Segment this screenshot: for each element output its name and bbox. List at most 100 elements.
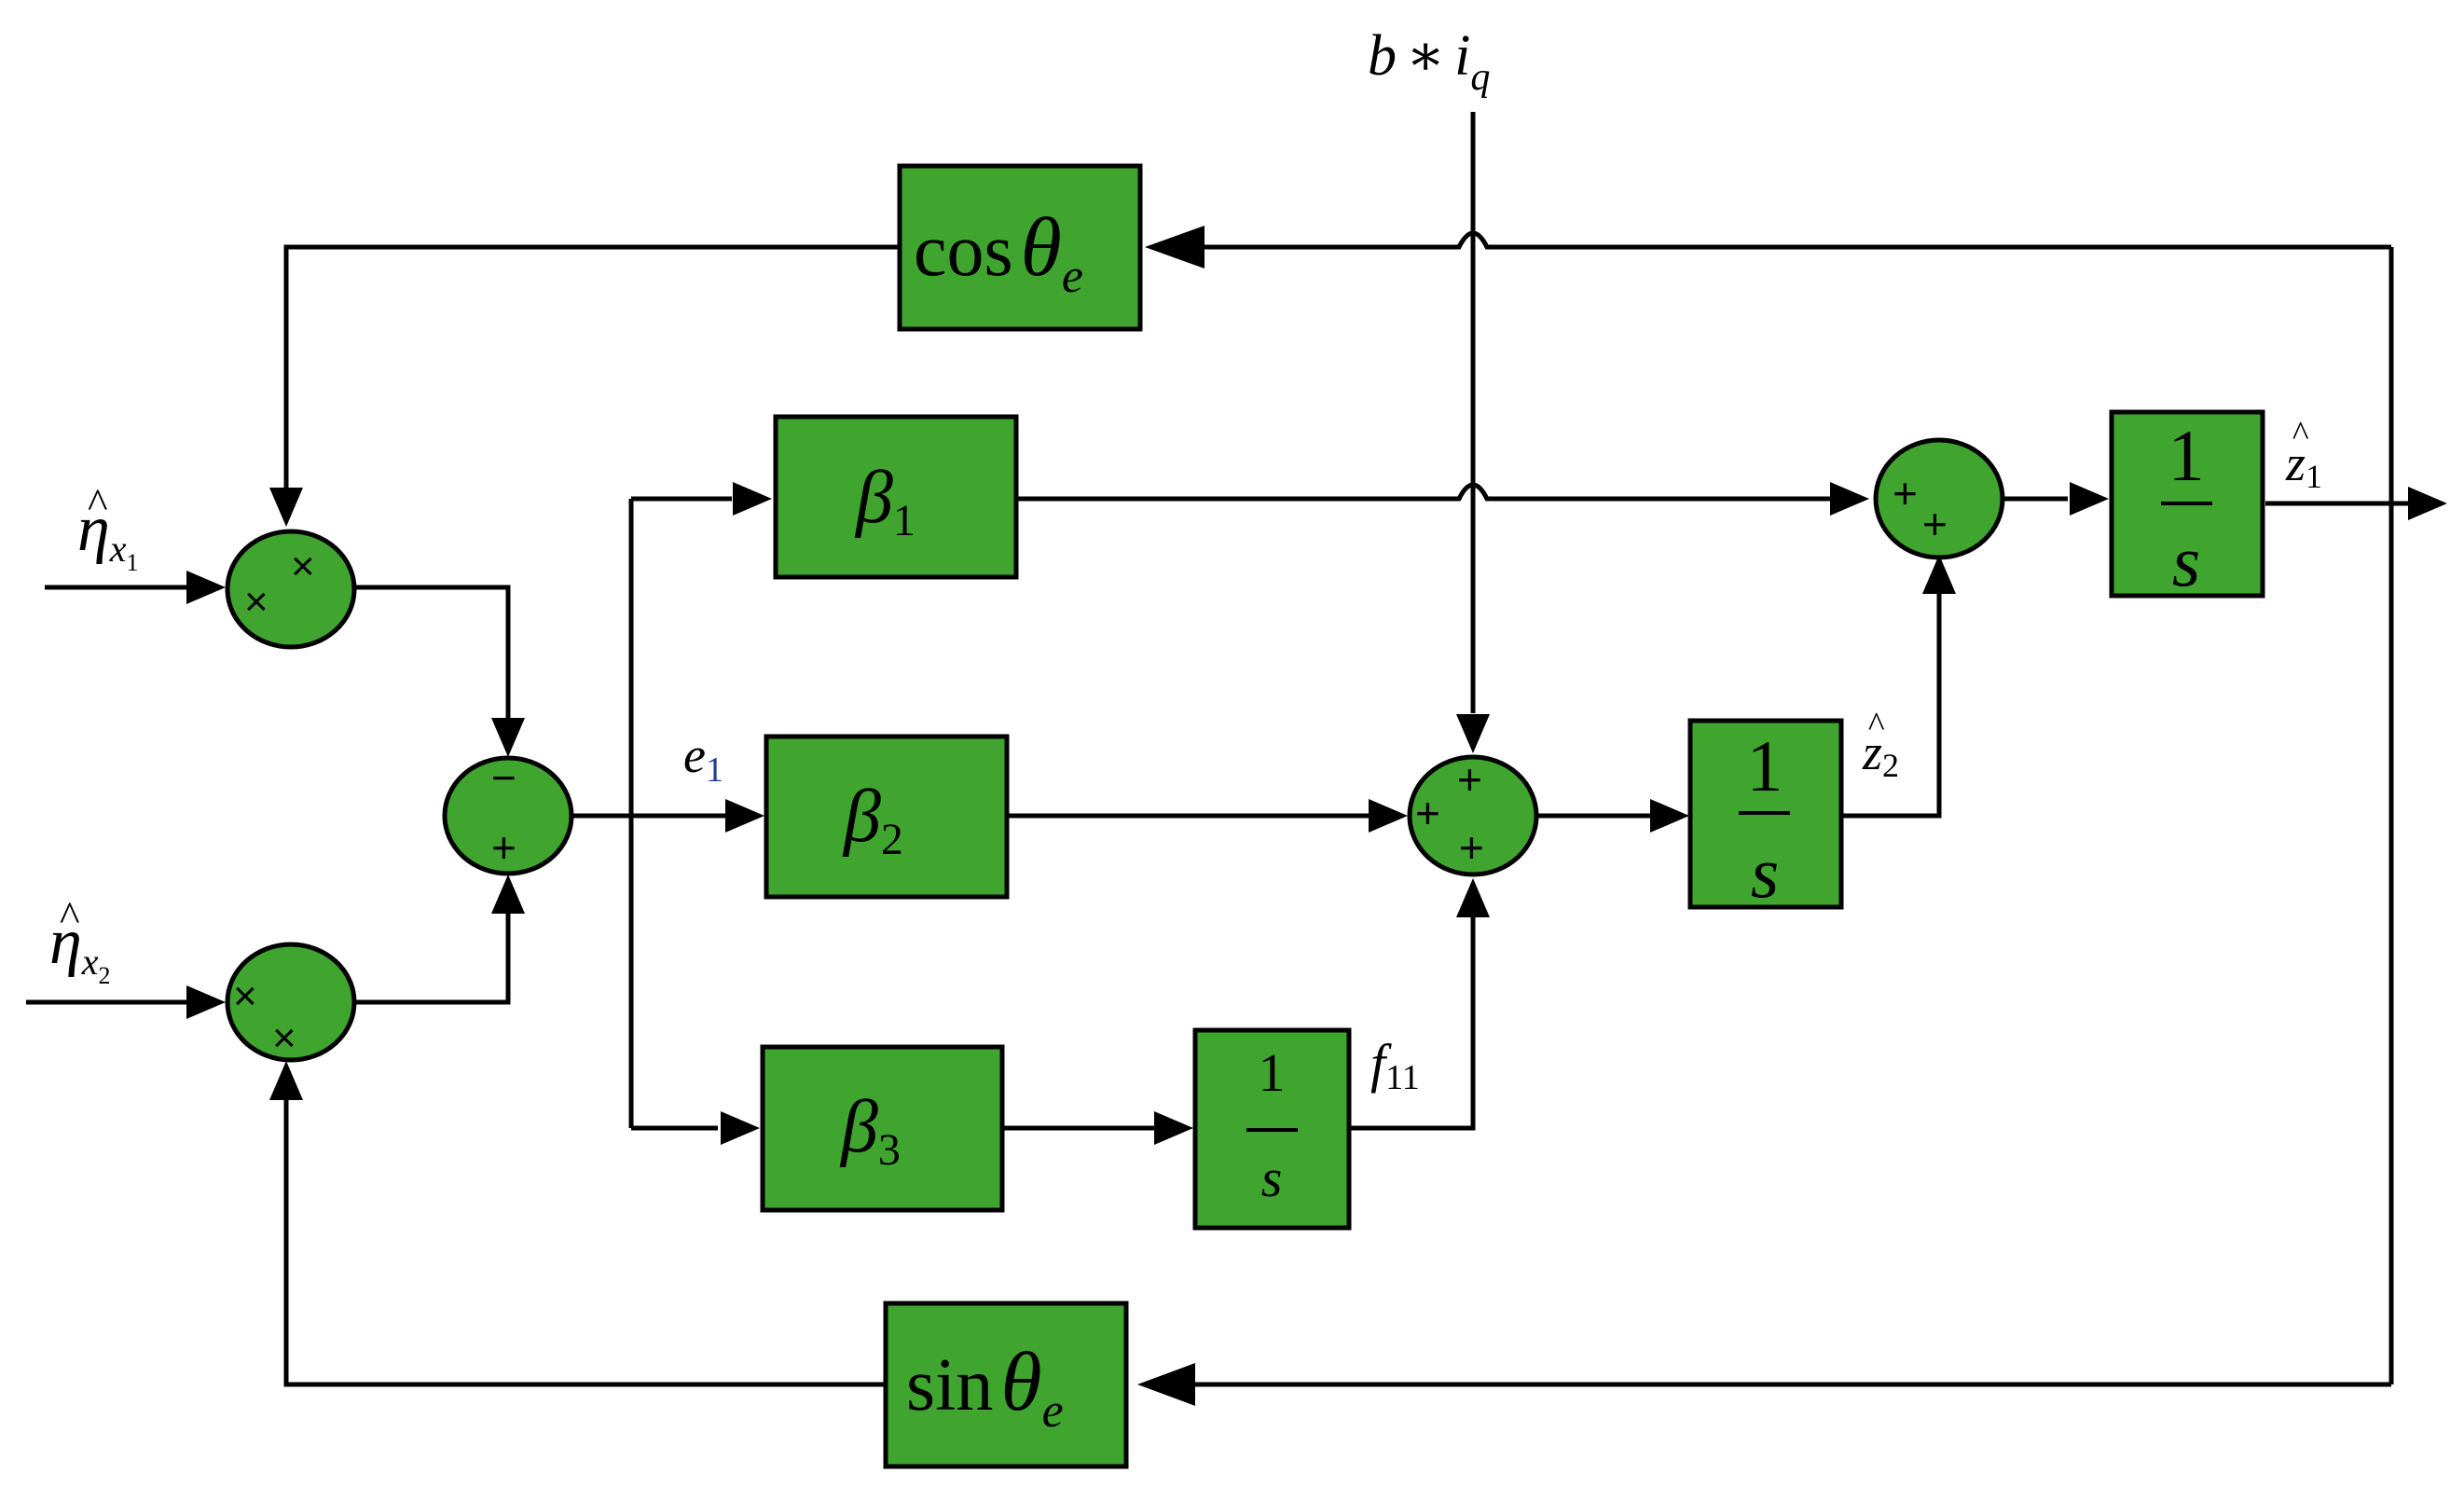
label-eta-x1: ^ ηx1	[77, 479, 139, 576]
integrator-z2-block: 1 s	[1687, 718, 1844, 913]
arrow-to-int1	[2070, 482, 2109, 516]
cos-theta-var: θ	[1021, 201, 1062, 294]
beta2-block: β2	[764, 734, 1010, 900]
arrow-eta2-in	[186, 985, 226, 1019]
cos-theta-sub: e	[1062, 250, 1083, 303]
beta1-sub: 1	[893, 496, 915, 545]
z1-sub: 1	[2306, 458, 2322, 495]
label-z2-hat: ^ z2	[1862, 706, 1899, 784]
mult2-sign-bottom: ×	[272, 1015, 296, 1061]
beta3-block: β3	[760, 1044, 1005, 1213]
int2-numerator: 1	[1747, 725, 1783, 806]
int3-numerator: 1	[1259, 1042, 1286, 1103]
summer-z2: + + +	[1407, 754, 1539, 877]
svg-text:z2: z2	[1862, 724, 1899, 784]
arrow-eta1-in	[186, 571, 226, 604]
eta2-subsub: 2	[99, 962, 111, 989]
sin-func-label: sin	[906, 1344, 993, 1426]
wire-beta1-to-sum3	[1016, 482, 1844, 502]
arrow-biq-to-sum2	[1456, 714, 1490, 753]
mult1-sign-top: ×	[291, 544, 315, 589]
z1-var: z	[2285, 435, 2306, 491]
int1-numerator: 1	[2168, 415, 2205, 496]
wire-feedback-to-cos	[1204, 230, 2391, 250]
wire-z2-to-sum3	[1841, 585, 1942, 819]
sub-sign-top: −	[491, 753, 516, 802]
beta1-var: β	[854, 457, 893, 539]
summer-z1: + +	[1873, 437, 2005, 560]
wire-sin-to-mult2	[283, 1091, 886, 1387]
f11-sub: 11	[1385, 1058, 1420, 1097]
cos-func-label: cos	[914, 210, 1013, 292]
label-z1-hat: ^ z1	[2285, 415, 2322, 495]
beta1-block: β1	[773, 414, 1019, 580]
eta2-hat: ^	[59, 892, 79, 940]
eta1-subsub: 1	[127, 549, 139, 576]
z2-var: z	[1862, 724, 1882, 780]
arrow-to-sin	[1137, 1363, 1195, 1406]
int1-denominator: s	[2172, 520, 2200, 601]
beta3-sub: 3	[878, 1125, 901, 1175]
arrow-mult1-to-sum	[491, 718, 525, 757]
arrow-to-beta2	[725, 799, 764, 833]
integrator-f11-block: 1 s	[1192, 1027, 1352, 1231]
svg-text:z1: z1	[2285, 435, 2322, 495]
arrowheads	[186, 226, 2447, 1406]
wire-mult1-to-sum	[356, 585, 511, 727]
svg-text:b∗iq: b∗iq	[1368, 24, 1490, 99]
arrow-f11-to-sum2	[1456, 878, 1490, 917]
svg-text:ηx1: ηx1	[77, 493, 139, 576]
integrator-z1-block: 1 s	[2109, 409, 2265, 601]
int3-denominator: s	[1261, 1148, 1283, 1208]
mult2-sign-left: ×	[233, 973, 257, 1019]
eta1-sub: x	[109, 528, 127, 570]
sum2-sign-bottom: +	[1459, 823, 1484, 872]
svg-text:cosθe: cosθe	[914, 201, 1083, 303]
arrow-to-beta1	[733, 482, 772, 516]
label-e1: e1	[683, 727, 723, 790]
arrow-cos-to-mult1	[269, 488, 303, 527]
beta2-var: β	[842, 776, 881, 858]
z2-sub: 2	[1882, 747, 1899, 784]
eta2-base: η	[49, 906, 82, 978]
biq-i: i	[1454, 24, 1470, 88]
arrow-to-cos	[1145, 226, 1204, 268]
arrow-beta2-to-sum2	[1369, 799, 1408, 833]
svg-text:β2: β2	[842, 776, 903, 864]
eta1-hat: ^	[87, 479, 107, 527]
label-f11: f11	[1370, 1033, 1420, 1097]
sum2-sign-top: +	[1457, 755, 1482, 804]
svg-text:sinθe: sinθe	[906, 1336, 1064, 1438]
sum3-sign-left: +	[1893, 469, 1918, 517]
sin-theta-block: sinθe	[883, 1301, 1129, 1469]
e1-var: e	[683, 727, 706, 783]
multiplier-eta2: × ×	[225, 942, 357, 1063]
arrow-sin-to-mult2	[269, 1061, 303, 1100]
label-b-iq: b∗iq	[1368, 24, 1490, 99]
arrow-to-int3	[1154, 1111, 1193, 1145]
biq-op: ∗	[1406, 24, 1445, 88]
beta2-sub: 2	[881, 815, 903, 864]
svg-text:β1: β1	[854, 457, 915, 545]
beta3-var: β	[839, 1086, 878, 1168]
arrow-z1-out	[2408, 487, 2447, 520]
label-eta-x2: ^ ηx2	[49, 892, 111, 989]
signal-wires	[26, 112, 2415, 1387]
sin-theta-var: θ	[1000, 1336, 1041, 1428]
subtractor-e1: − +	[442, 753, 574, 876]
wire-cos-to-mult1	[283, 244, 900, 494]
sub-sign-bottom: +	[491, 823, 516, 872]
arrow-to-int2	[1650, 799, 1689, 833]
e1-sub: 1	[706, 750, 723, 790]
int2-denominator: s	[1751, 832, 1779, 913]
arrow-z2-to-sum3	[1922, 555, 1956, 594]
cos-theta-block: cosθe	[897, 163, 1143, 332]
eta2-sub: x	[81, 941, 99, 983]
biq-b: b	[1368, 24, 1397, 88]
svg-text:ηx2: ηx2	[49, 906, 111, 989]
wire-mult2-to-sum	[356, 886, 511, 1005]
arrow-beta1-to-sum3	[1830, 482, 1869, 516]
mult1-sign-left: ×	[244, 579, 268, 625]
z1-hat: ^	[2292, 415, 2309, 454]
